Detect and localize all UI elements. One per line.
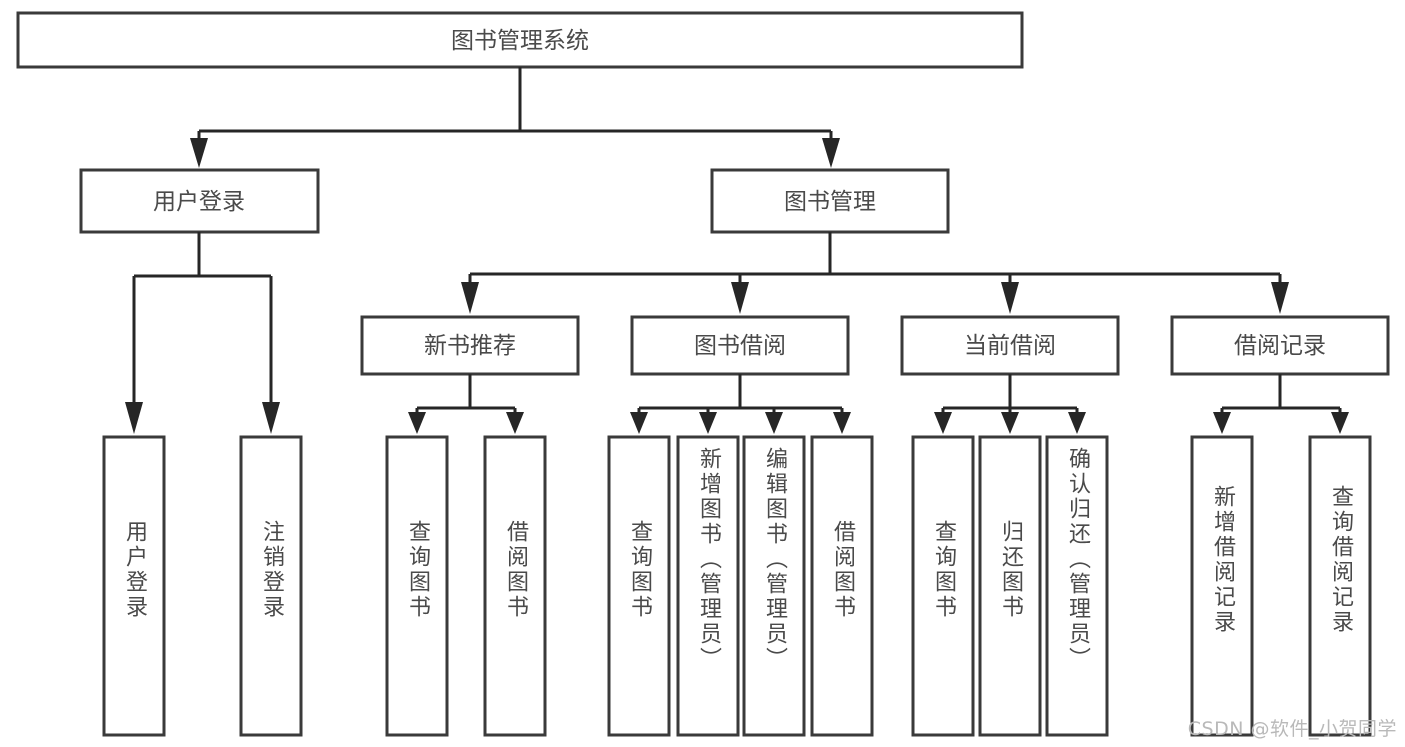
connector-book-management-to-level3 (461, 232, 1289, 314)
book-borrow-label: 图书借阅 (694, 333, 786, 359)
node-book-management[interactable]: 图书管理 (710, 168, 950, 234)
connector-book-borrow-to-leaves (630, 374, 851, 434)
leaf-box-borrow-book-nbr[interactable] (483, 435, 547, 737)
arrow-head-icon (461, 282, 479, 314)
borrow-record-label: 借阅记录 (1234, 333, 1326, 359)
csdn-watermark: CSDN @软件_小贺同学 (1187, 718, 1397, 740)
user-login-box (79, 168, 320, 234)
arrow-head-icon (731, 282, 749, 314)
new-book-recommend-label: 新书推荐 (424, 333, 516, 359)
connector-root-to-level2 (190, 67, 840, 168)
connector-current-borrow-to-leaves (934, 374, 1086, 434)
leaf-box-query-book-cb[interactable] (911, 435, 975, 737)
node-current-borrow[interactable]: 当前借阅 (900, 315, 1120, 376)
node-root[interactable]: 图书管理系统 (16, 11, 1024, 69)
arrow-head-icon (1271, 282, 1289, 314)
arrow-head-icon (1331, 412, 1349, 434)
leaf-box-borrow-book-bb[interactable] (810, 435, 874, 737)
leaf-box-edit-book-admin[interactable] (742, 435, 806, 737)
root-box (16, 11, 1024, 69)
arrow-head-icon (1001, 282, 1019, 314)
leaf-box-add-borrow-record[interactable] (1190, 435, 1254, 737)
leaf-box-query-book-nbr[interactable] (385, 435, 449, 737)
leaf-box-query-borrow-record[interactable] (1308, 435, 1372, 737)
leaf-box-add-book-admin[interactable] (676, 435, 740, 737)
connector-new-book-recommend-to-leaves (408, 374, 524, 434)
leaf-box-query-book-bb[interactable] (607, 435, 671, 737)
book-management-label: 图书管理 (784, 189, 876, 215)
connector-user-login-to-leaves (125, 232, 280, 434)
arrow-head-icon (822, 138, 840, 168)
connector-borrow-record-to-leaves (1213, 374, 1349, 434)
arrow-head-icon (765, 412, 783, 434)
node-borrow-record[interactable]: 借阅记录 (1170, 315, 1390, 376)
arrow-head-icon (1001, 412, 1019, 434)
node-new-book-recommend[interactable]: 新书推荐 (360, 315, 580, 376)
user-login-label: 用户登录 (153, 189, 245, 215)
arrow-head-icon (408, 412, 426, 434)
arrow-head-icon (125, 402, 143, 434)
leaf-box-confirm-return-admin[interactable] (1045, 435, 1109, 737)
leaf-box-return-book[interactable] (978, 435, 1042, 737)
arrow-head-icon (506, 412, 524, 434)
new-book-recommend-box (360, 315, 580, 376)
arrow-head-icon (699, 412, 717, 434)
current-borrow-box (900, 315, 1120, 376)
arrow-head-icon (262, 402, 280, 434)
arrow-head-icon (190, 138, 208, 168)
leaf-box-user-login[interactable] (102, 435, 166, 737)
node-book-borrow[interactable]: 图书借阅 (630, 315, 850, 376)
arrow-head-icon (934, 412, 952, 434)
current-borrow-label: 当前借阅 (964, 333, 1056, 359)
root-label: 图书管理系统 (451, 28, 589, 54)
arrow-head-icon (1213, 412, 1231, 434)
node-user-login[interactable]: 用户登录 (79, 168, 320, 234)
arrow-head-icon (1068, 412, 1086, 434)
arrow-head-icon (833, 412, 851, 434)
arrow-head-icon (630, 412, 648, 434)
leaf-box-logout[interactable] (239, 435, 303, 737)
